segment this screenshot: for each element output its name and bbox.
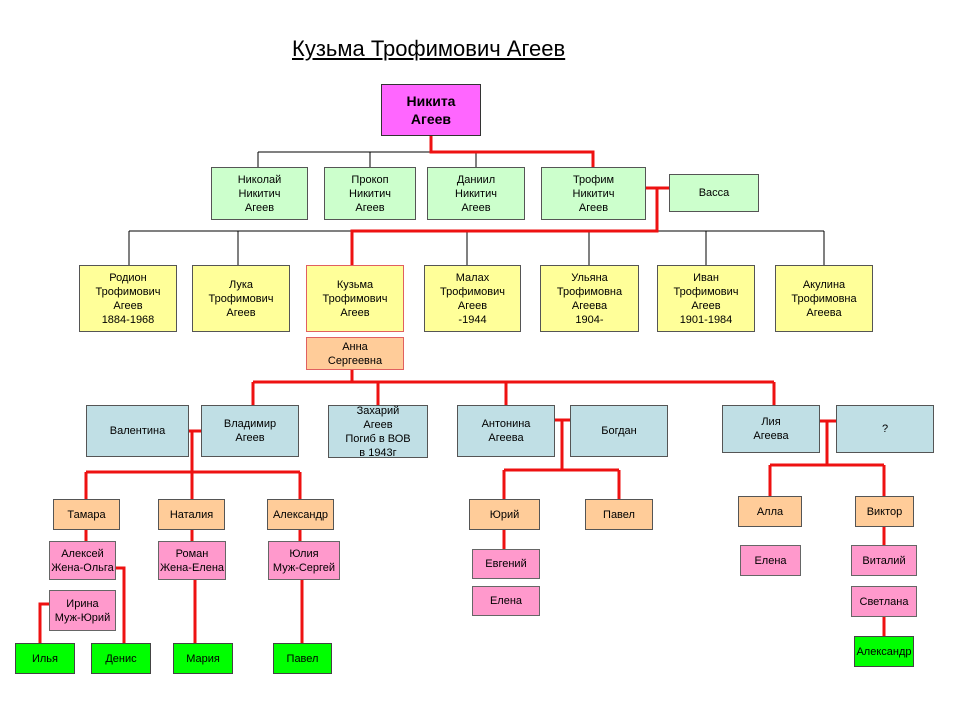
node-rodion: Родион Трофимович Агеев 1884-1968 [79, 265, 177, 332]
node-aleksandr1: Александр [267, 499, 334, 530]
node-vitaliy: Виталий [851, 545, 917, 576]
node-unknown: ? [836, 405, 934, 453]
node-pavel2: Павел [273, 643, 332, 674]
node-bogdan: Богдан [570, 405, 668, 457]
node-nikolai: Николай Никитич Агеев [211, 167, 308, 220]
node-elena2: Елена [740, 545, 801, 576]
node-liya: Лия Агеева [722, 405, 820, 453]
node-vladimir: Владимир Агеев [201, 405, 299, 457]
node-akulina: Акулина Трофимовна Агеева [775, 265, 873, 332]
node-ulyana: Ульяна Трофимовна Агеева 1904- [540, 265, 639, 332]
connector-line [429, 136, 595, 167]
node-malakh: Малах Трофимович Агеев -1944 [424, 265, 521, 332]
connector-line [350, 188, 659, 265]
node-elena1: Елена [472, 586, 540, 616]
node-aleksey: Алексей Жена-Ольга [49, 541, 116, 580]
node-tamara: Тамара [53, 499, 120, 530]
node-nataliya: Наталия [158, 499, 225, 530]
node-pavel1: Павел [585, 499, 653, 530]
red-connectors [38, 136, 886, 643]
node-mariya: Мария [173, 643, 233, 674]
node-alla: Алла [738, 496, 802, 527]
node-denis: Денис [91, 643, 151, 674]
node-trofim: Трофим Никитич Агеев [541, 167, 646, 220]
node-luka: Лука Трофимович Агеев [192, 265, 290, 332]
connector-line [38, 602, 49, 643]
node-ivan: Иван Трофимович Агеев 1901-1984 [657, 265, 755, 332]
node-anna: Анна Сергеевна [306, 337, 404, 370]
node-viktor: Виктор [855, 496, 914, 527]
node-daniil: Даниил Никитич Агеев [427, 167, 525, 220]
node-roman: Роман Жена-Елена [158, 541, 226, 580]
node-nikita: Никита Агеев [381, 84, 481, 136]
node-vassa: Васса [669, 174, 759, 212]
node-yuriy: Юрий [469, 499, 540, 530]
node-kuzma: Кузьма Трофимович Агеев [306, 265, 404, 332]
node-zakhariy: Захарий Агеев Погиб в ВОВ в 1943г [328, 405, 428, 459]
node-yuliya: Юлия Муж-Сергей [268, 541, 340, 580]
node-valentina: Валентина [86, 405, 189, 457]
node-prokop: Прокоп Никитич Агеев [324, 167, 416, 220]
node-antonina: Антонина Агеева [457, 405, 555, 457]
connector-line [116, 566, 126, 643]
node-irina: Ирина Муж-Юрий [49, 590, 116, 631]
page-title: Кузьма Трофимович Агеев [292, 36, 566, 61]
node-svetlana: Светлана [851, 586, 917, 617]
node-ilya: Илья [15, 643, 75, 674]
node-evgeniy: Евгений [472, 549, 540, 579]
node-aleksandr2: Александр [854, 636, 914, 667]
